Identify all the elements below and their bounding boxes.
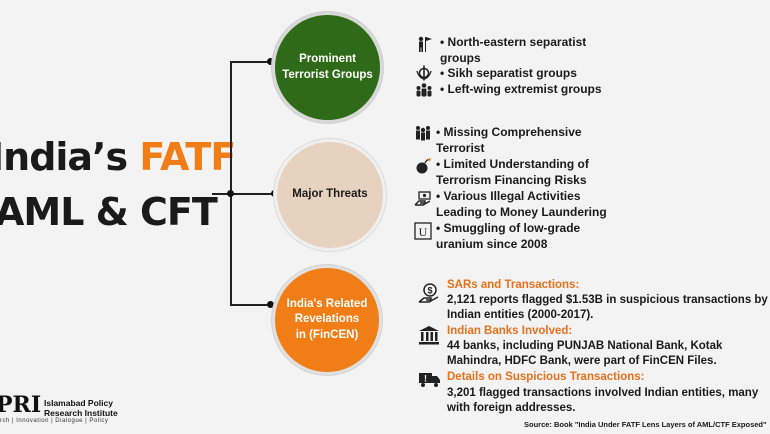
- warning-truck-icon: !: [418, 370, 442, 388]
- crowd-icon: [415, 82, 433, 98]
- fincen-heading-2: Indian Banks Involved:: [447, 325, 573, 337]
- node-major-threats: Major Threats: [274, 139, 386, 251]
- source-note: Source: Book "India Under FATF Lens Laye…: [524, 420, 767, 429]
- group-item-2: • Sikh separatist groups: [440, 66, 577, 80]
- svg-text:U: U: [419, 225, 428, 239]
- group-item-1: • North-eastern separatist groups: [440, 35, 587, 65]
- fincen-text-1: 2,121 reports flagged $1.53B in suspicio…: [447, 294, 768, 321]
- title-fatf: FATF: [139, 135, 236, 179]
- money-hand-icon: $: [418, 282, 440, 304]
- logo-tagline: rch | Innovation | Dialogue | Policy: [0, 418, 109, 424]
- fincen-text-2: 44 banks, including PUNJAB National Bank…: [447, 340, 723, 367]
- threat-item-1: • Missing Comprehensive Terrorist: [436, 125, 582, 155]
- fincen-heading-3: Details on Suspicious Transactions:: [447, 371, 645, 383]
- connector-title: [212, 193, 230, 195]
- group-item-3: • Left-wing extremist groups: [440, 82, 602, 96]
- fincen-text-3: 3,201 flagged transactions involved Indi…: [447, 387, 759, 414]
- people-icon: [414, 125, 432, 141]
- bomb-icon: [414, 157, 432, 174]
- connector-bottom: [230, 304, 272, 306]
- title-india: India’s: [0, 135, 128, 179]
- svg-text:$: $: [427, 286, 432, 296]
- connector-top: [230, 61, 272, 63]
- logo-name-line-2: Research Institute: [44, 408, 118, 418]
- bank-icon: [418, 325, 440, 345]
- uranium-icon: U: [414, 222, 432, 240]
- logo-mark: PRI: [0, 392, 42, 418]
- title-line-2: AML & CFT: [0, 190, 218, 234]
- khanda-icon: [415, 65, 433, 81]
- threat-item-2: • Limited Understanding of Terrorism Fin…: [436, 157, 589, 187]
- connector-dot-top: [267, 58, 274, 65]
- connector-dot-bottom: [267, 301, 274, 308]
- title-line-1: India’s FATF: [0, 135, 236, 179]
- svg-text:!: !: [424, 374, 427, 384]
- threat-item-4: • Smuggling of low-grade uranium since 2…: [436, 221, 581, 251]
- node-prominent-terrorist-groups: Prominent Terrorist Groups: [272, 12, 383, 123]
- node-fincen-revelations: India's Related Revelations in (FinCEN): [272, 265, 382, 375]
- person-flag-icon: [415, 36, 433, 52]
- threat-item-3: • Various Illegal Activities Leading to …: [436, 189, 607, 219]
- connector-vertical: [230, 61, 232, 306]
- money-hand-icon: [414, 191, 432, 207]
- fincen-heading-1: SARs and Transactions:: [447, 279, 580, 291]
- connector-middle: [230, 193, 274, 195]
- logo-name: Islamabad Policy Research Institute: [44, 398, 118, 418]
- logo-name-line-1: Islamabad Policy: [44, 398, 113, 408]
- connector-dot-left: [227, 190, 234, 197]
